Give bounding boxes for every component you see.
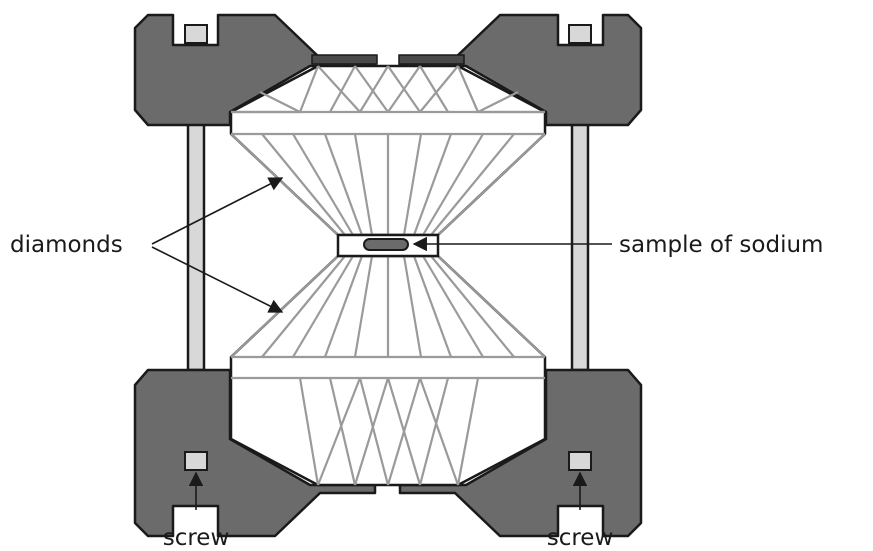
arrow-diamonds-upper (151, 177, 284, 245)
top-right-pad (398, 54, 465, 65)
top-frame (133, 13, 643, 127)
left-guide-rod (186, 118, 206, 372)
bottom-right-screw-head (568, 451, 592, 471)
bottom-diamond (229, 254, 547, 487)
sodium-sample (363, 238, 409, 251)
screw-label-left: screw (163, 525, 230, 551)
bottom-left-screw-head (184, 451, 208, 471)
top-left-pad (311, 54, 378, 65)
arrow-diamonds-lower (151, 246, 284, 313)
top-diamond (229, 64, 547, 237)
diamonds-label: diamonds (10, 232, 123, 258)
top-right-screw-head (568, 24, 592, 44)
right-guide-rod (570, 118, 590, 372)
screw-label-right: screw (547, 525, 614, 551)
sample-label: sample of sodium (619, 232, 823, 258)
top-left-screw-head (184, 24, 208, 44)
sample-chamber (336, 233, 440, 258)
annotation-arrows (151, 177, 612, 510)
